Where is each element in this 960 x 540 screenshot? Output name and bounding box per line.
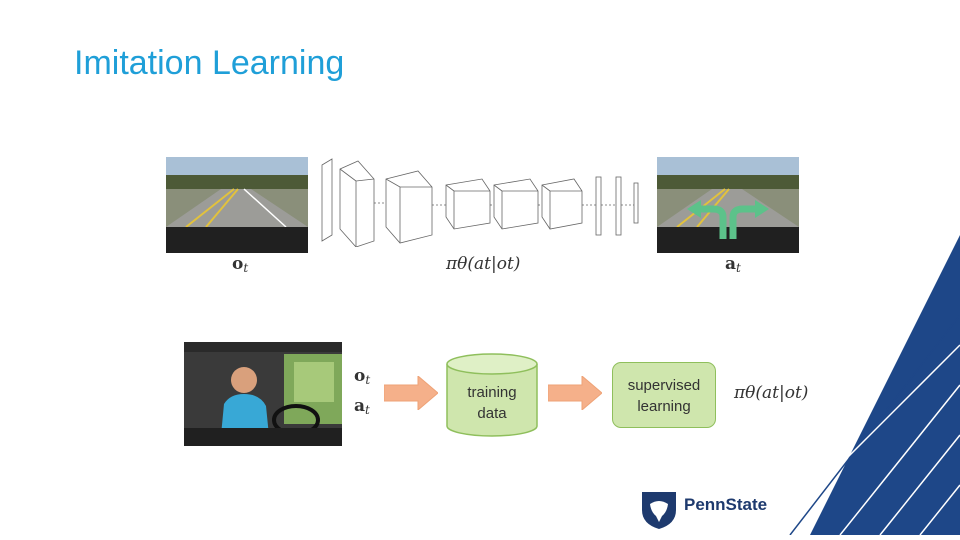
bottom-policy-label: πθ(at|ot) (734, 383, 809, 403)
cnn-architecture-diagram (318, 157, 650, 247)
training-data-database: training data (445, 352, 539, 438)
supervised-learning-box: supervised learning (612, 362, 716, 428)
pennstate-wordmark: PennState (684, 495, 768, 514)
learner-label-line1: supervised (627, 377, 701, 394)
arrow-to-training-data (383, 374, 439, 415)
arrow-to-supervised-learning (547, 374, 603, 415)
nittany-lion-shield-icon (640, 490, 678, 535)
bottom-action-label: at (354, 396, 370, 417)
road-observation-image (166, 157, 308, 253)
top-policy-label: πθ(at|ot) (446, 254, 521, 274)
learner-label-line2: learning (637, 398, 691, 415)
database-label-line2: data (477, 405, 507, 422)
slide-title: Imitation Learning (74, 44, 345, 82)
human-driver-photo (184, 342, 342, 446)
bottom-observation-label: ot (354, 366, 371, 387)
top-action-label: at (725, 254, 741, 275)
road-action-image (657, 157, 799, 253)
top-observation-label: ot (232, 254, 249, 275)
corner-stripes-decoration (769, 235, 960, 540)
database-label-line1: training (467, 384, 517, 401)
